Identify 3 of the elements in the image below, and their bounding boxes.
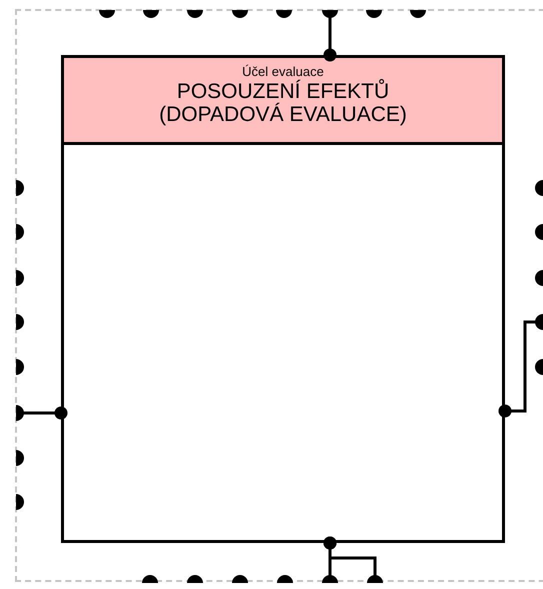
purpose-label: Účel evaluace xyxy=(242,64,324,79)
box-title: POSOUZENÍ EFEKTŮ (DOPADOVÁ EVALUACE) xyxy=(158,80,408,126)
process-box xyxy=(61,55,505,543)
